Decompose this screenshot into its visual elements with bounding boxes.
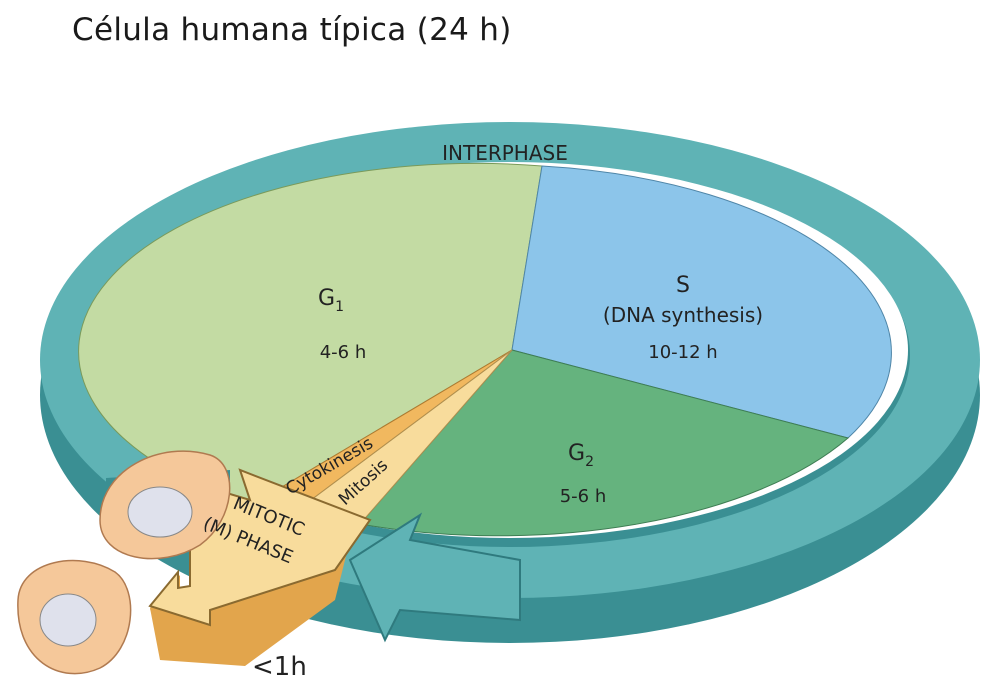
- g1-wedge: [78, 162, 543, 507]
- g2-wedge: [359, 349, 850, 537]
- nucleus-upper: [127, 486, 193, 538]
- s-wedge: [511, 165, 892, 439]
- interphase-label: INTERPHASE: [442, 141, 568, 165]
- phase-wedges: [78, 162, 892, 537]
- g2-duration: 5-6 h: [560, 486, 607, 507]
- m-phase-duration: <1h: [252, 652, 307, 682]
- g1-label: G1: [318, 286, 344, 315]
- g1-duration: 4-6 h: [320, 342, 367, 363]
- diagram-title: Célula humana típica (24 h): [72, 12, 512, 48]
- s-duration: 10-12 h: [648, 342, 717, 363]
- cell-lower: [17, 559, 132, 675]
- cell-upper: [99, 450, 231, 560]
- ring-arrowhead: [348, 512, 521, 643]
- s-label: S: [676, 273, 690, 298]
- g2-label: G2: [568, 441, 594, 470]
- s-detail: (DNA synthesis): [603, 303, 763, 327]
- nucleus-lower: [39, 593, 97, 647]
